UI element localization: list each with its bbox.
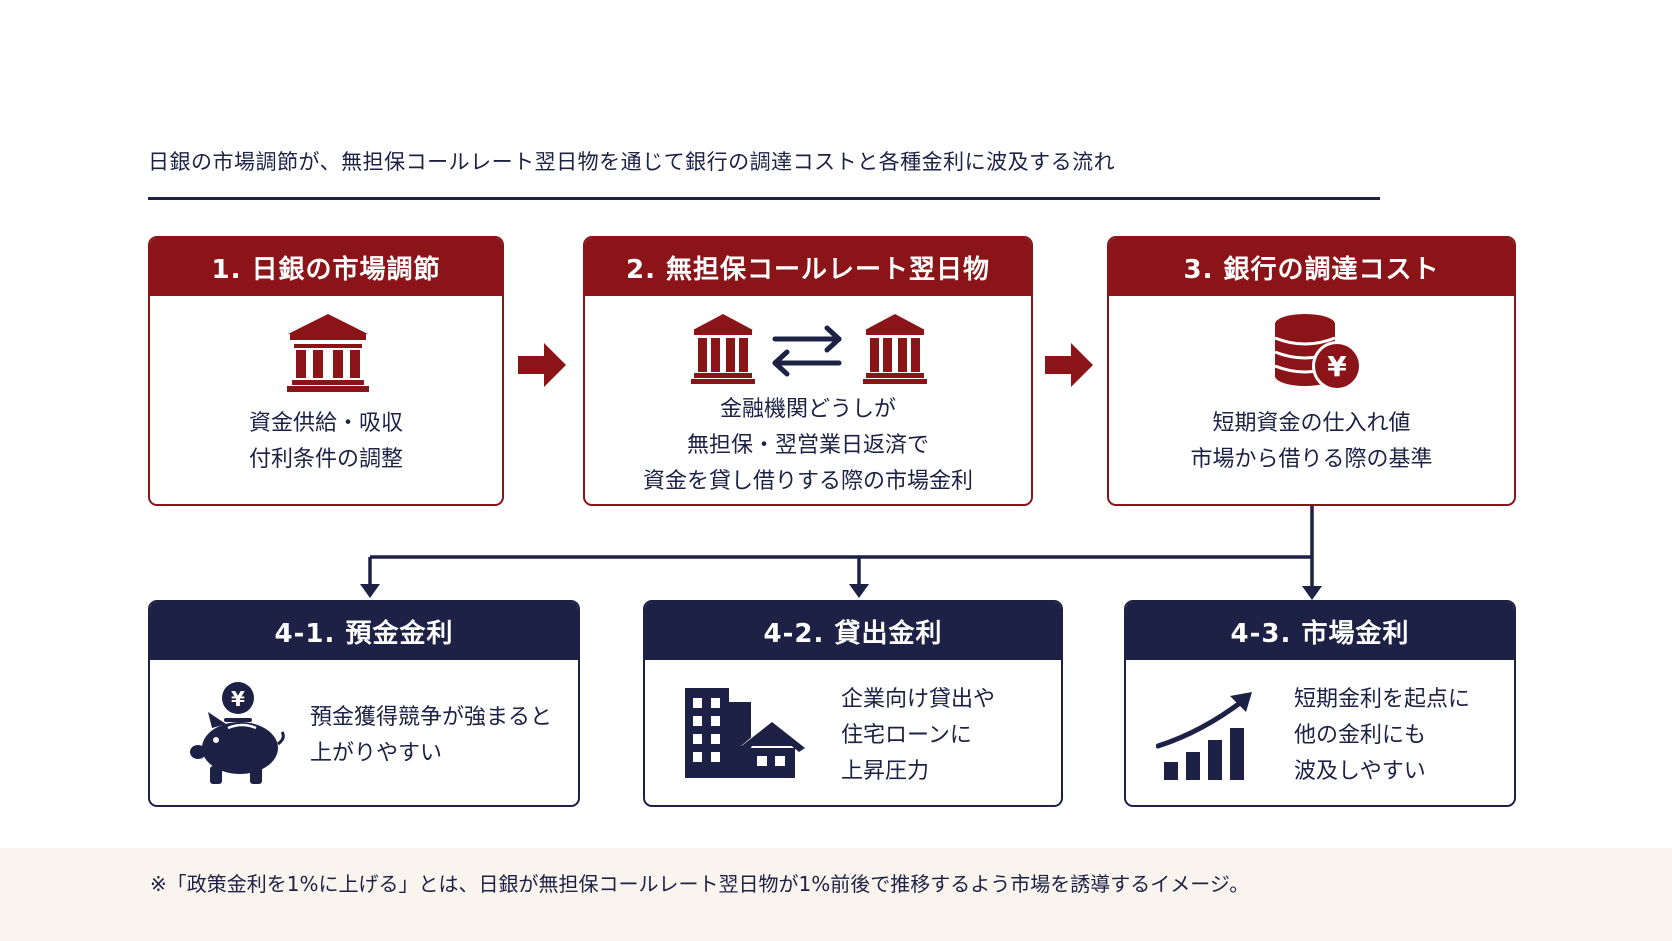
bank-exchange-icon <box>691 314 927 384</box>
step-heading-3: 3. 銀行の調達コスト <box>1109 238 1514 296</box>
step-desc-line: 市場から借りる際の基準 <box>1190 447 1433 472</box>
step-desc-line: 資金を貸し借りする際の市場金利 <box>642 469 973 494</box>
diagram-title: 日銀の市場調節が、無担保コールレート翌日物を通じて銀行の調達コストと各種金利に波… <box>148 150 1116 174</box>
outcome-desc-line: 他の金利にも <box>1294 723 1427 748</box>
outcome-desc-line: 短期金利を起点に <box>1294 687 1471 712</box>
outcome-heading-1: 4-1. 預金金利 <box>150 602 578 660</box>
step-desc-line: 短期資金の仕入れ値 <box>1212 411 1411 436</box>
coins-yen-icon: ¥ <box>1273 314 1363 394</box>
outcome-box-1: 4-1. 預金金利 ¥ 預金獲得競争が強まると 上がりやすい <box>148 600 580 807</box>
outcome-desc-line: 住宅ローンに <box>841 723 972 748</box>
bank-icon <box>286 314 370 392</box>
right-arrow-icon <box>518 343 566 387</box>
right-arrow-icon <box>1045 343 1093 387</box>
step-desc-line: 資金供給・吸収 <box>248 411 403 436</box>
step-box-3: 3. 銀行の調達コスト ¥ 短期資金の仕入れ値 市場から借りる際の基準 <box>1107 236 1516 506</box>
outcome-heading-2: 4-2. 貸出金利 <box>645 602 1061 660</box>
outcome-box-3: 4-3. 市場金利 短期金利を起点に 他の金利にも 波及しやすい <box>1124 600 1516 807</box>
step-box-1: 1. 日銀の市場調節 資金供給・吸収 付利条件の調整 <box>148 236 504 506</box>
outcome-box-2: 4-2. 貸出金利 企業向け貸出や 住宅ローンに 上昇圧力 <box>643 600 1063 807</box>
step-desc-line: 無担保・翌営業日返済で <box>686 433 929 458</box>
outcome-desc-line: 上がりやすい <box>310 741 443 766</box>
building-house-icon <box>685 688 805 780</box>
outcome-desc-line: 上昇圧力 <box>841 759 930 784</box>
step-heading-2: 2. 無担保コールレート翌日物 <box>585 238 1031 296</box>
outcome-desc-line: 預金獲得競争が強まると <box>310 705 553 730</box>
step-heading-1: 1. 日銀の市場調節 <box>150 238 502 296</box>
piggy-bank-icon: ¥ <box>190 682 286 786</box>
outcome-desc-line: 波及しやすい <box>1294 759 1426 784</box>
title-divider <box>148 197 1380 200</box>
step-box-2: 2. 無担保コールレート翌日物 <box>583 236 1033 506</box>
footnote: ※「政策金利を1%に上げる」とは、日銀が無担保コールレート翌日物が1%前後で推移… <box>150 872 1250 896</box>
rising-chart-icon <box>1156 690 1260 782</box>
footer-band <box>0 848 1672 941</box>
outcome-desc-line: 企業向け貸出や <box>841 687 996 712</box>
outcome-heading-3: 4-3. 市場金利 <box>1126 602 1514 660</box>
step-desc-line: 付利条件の調整 <box>248 447 403 472</box>
svg-text:¥: ¥ <box>1327 350 1347 383</box>
step-desc-line: 金融機関どうしが <box>719 397 896 422</box>
svg-text:¥: ¥ <box>231 687 245 711</box>
